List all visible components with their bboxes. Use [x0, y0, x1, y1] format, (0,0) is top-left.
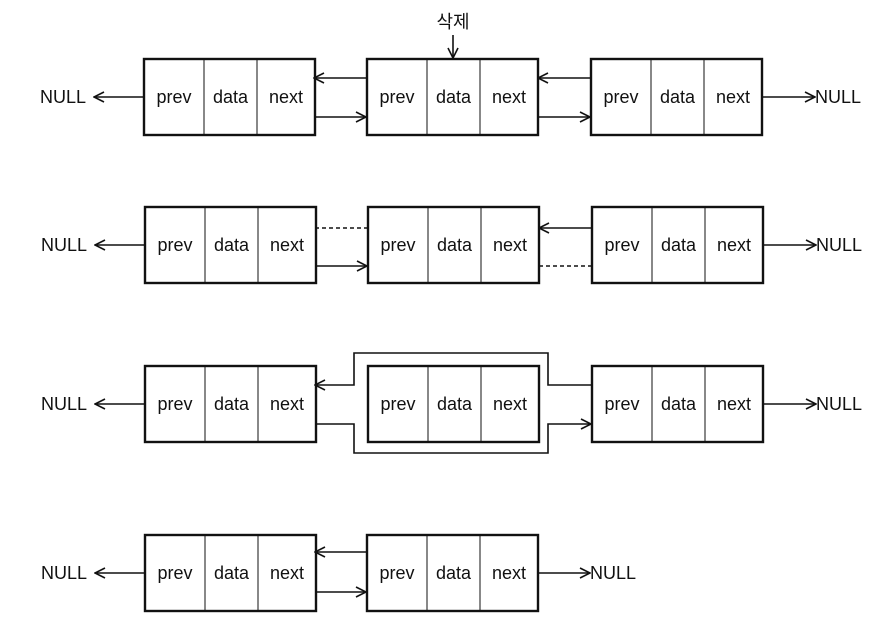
- node-field-data: data: [661, 235, 697, 255]
- node-field-prev: prev: [603, 87, 638, 107]
- node-field-next: next: [716, 87, 750, 107]
- null-label-left: NULL: [41, 394, 87, 414]
- node-field-prev: prev: [156, 87, 191, 107]
- row-4-result: prev data next prev data next NULL NULL: [41, 533, 636, 613]
- null-label-right: NULL: [816, 235, 862, 255]
- node-right: prev data next: [365, 533, 540, 613]
- node-left: prev data next: [142, 57, 317, 137]
- node-right: prev data next: [589, 57, 764, 137]
- null-label-right: NULL: [815, 87, 861, 107]
- row-3-bypass: prev data next prev data next prev data next N…: [41, 352, 862, 454]
- node-box: [590, 205, 765, 285]
- node-field-next: next: [269, 87, 303, 107]
- row-1-initial-list: prev data next prev data next prev data next N…: [40, 57, 861, 137]
- node-field-data: data: [436, 563, 472, 583]
- node-middle-target: prev data next: [365, 57, 540, 137]
- node-box: [366, 364, 541, 444]
- node-field-prev: prev: [157, 235, 192, 255]
- node-field-data: data: [660, 87, 696, 107]
- node-field-data: data: [437, 394, 473, 414]
- node-field-data: data: [661, 394, 697, 414]
- row-2-relinking: prev data next prev data next prev data next N…: [41, 205, 862, 285]
- node-middle-target: prev data next: [366, 205, 541, 285]
- node-field-prev: prev: [379, 563, 414, 583]
- node-field-next: next: [717, 394, 751, 414]
- node-field-prev: prev: [604, 235, 639, 255]
- node-box: [589, 57, 764, 137]
- node-field-next: next: [493, 394, 527, 414]
- node-field-data: data: [436, 87, 472, 107]
- node-field-prev: prev: [604, 394, 639, 414]
- node-field-next: next: [270, 563, 304, 583]
- delete-label: 삭제: [436, 12, 469, 32]
- node-field-next: next: [270, 394, 304, 414]
- null-label-left: NULL: [41, 563, 87, 583]
- bypass-pointer-left-next-to-right: [315, 424, 591, 454]
- delete-marker: 삭제: [436, 12, 470, 58]
- node-field-data: data: [214, 394, 250, 414]
- node-field-data: data: [214, 235, 250, 255]
- node-field-prev: prev: [380, 394, 415, 414]
- node-field-next: next: [717, 235, 751, 255]
- node-field-prev: prev: [157, 394, 192, 414]
- node-box: [365, 57, 540, 137]
- bypass-pointer-right-prev-to-left: [315, 352, 592, 385]
- node-right: prev data next: [590, 205, 765, 285]
- node-right: prev data next: [590, 364, 765, 444]
- node-field-prev: prev: [157, 563, 192, 583]
- node-left: prev data next: [143, 533, 318, 613]
- node-left: prev data next: [143, 205, 318, 285]
- node-field-data: data: [437, 235, 473, 255]
- node-field-prev: prev: [379, 87, 414, 107]
- node-field-next: next: [493, 235, 527, 255]
- node-box: [366, 205, 541, 285]
- node-field-next: next: [492, 563, 526, 583]
- node-left: prev data next: [143, 364, 318, 444]
- node-field-next: next: [270, 235, 304, 255]
- null-label-right: NULL: [816, 394, 862, 414]
- node-field-data: data: [213, 87, 249, 107]
- node-box: [590, 364, 765, 444]
- node-field-data: data: [214, 563, 250, 583]
- node-field-next: next: [492, 87, 526, 107]
- node-field-prev: prev: [380, 235, 415, 255]
- null-label-right: NULL: [590, 563, 636, 583]
- node-middle-target: prev data next: [366, 364, 541, 444]
- null-label-left: NULL: [40, 87, 86, 107]
- null-label-left: NULL: [41, 235, 87, 255]
